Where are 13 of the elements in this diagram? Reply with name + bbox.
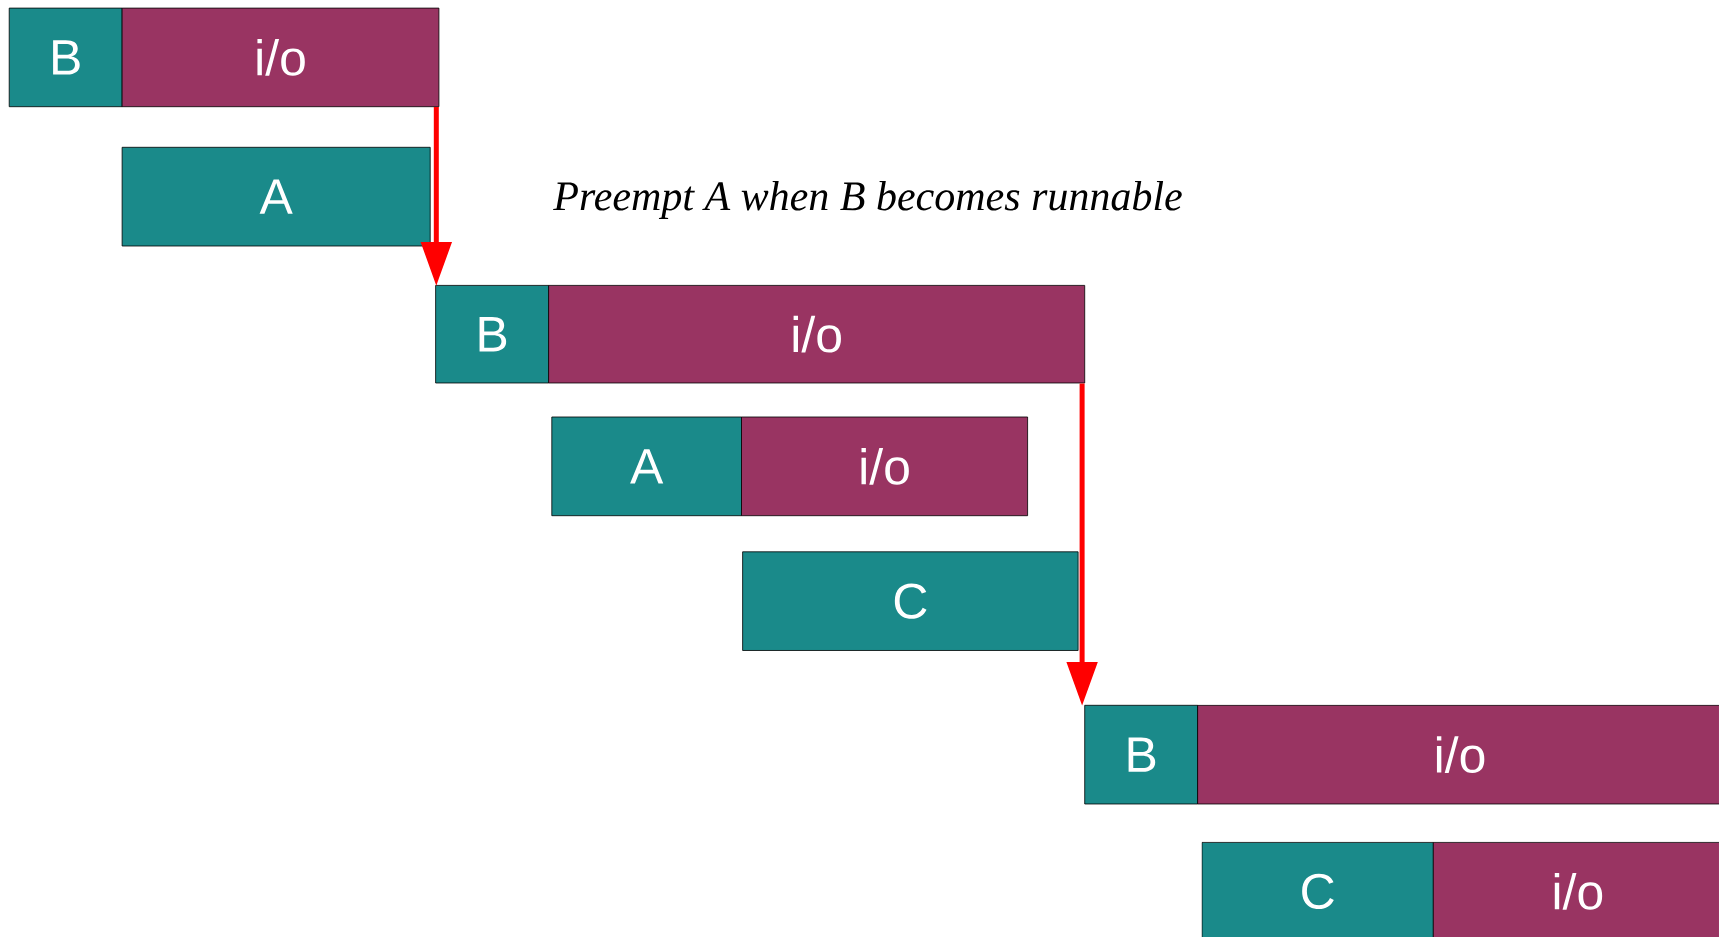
task-box: C — [742, 551, 1079, 651]
task-box: B — [8, 7, 123, 108]
io-box: i/o — [548, 285, 1086, 384]
io-box: i/o — [121, 7, 440, 108]
edge-label: Preempt A when B becomes runnable — [553, 180, 1182, 220]
io-box: i/o — [1432, 842, 1719, 937]
io-box: i/o — [741, 416, 1028, 517]
task-box: A — [551, 416, 742, 517]
task-box: B — [1084, 704, 1198, 805]
io-box: i/o — [1197, 704, 1719, 805]
task-box: A — [121, 146, 431, 247]
task-box: C — [1201, 842, 1434, 937]
task-box: B — [435, 285, 549, 384]
